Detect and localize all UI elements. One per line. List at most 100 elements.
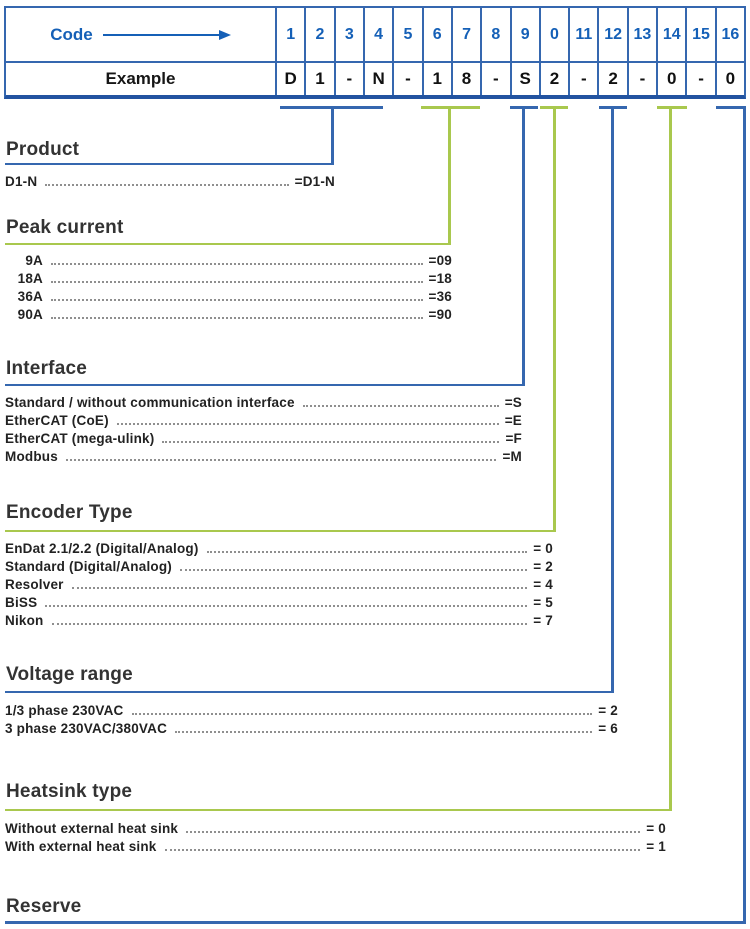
example-char-8: -: [480, 63, 509, 95]
example-row: Example D 1 - N - 1 8 - S 2 - 2 - 0 - 0: [6, 63, 744, 95]
option-code: = 7: [533, 613, 553, 628]
code-col-7: 7: [450, 8, 480, 61]
voltage-range-underline: [5, 691, 614, 693]
code-col-14: 14: [656, 8, 685, 61]
example-char-1: D: [275, 63, 304, 95]
heatsink-type-items: Without external heat sink = 0 With exte…: [5, 819, 666, 855]
list-item: D1-N =D1-N: [5, 172, 335, 190]
list-item: Nikon = 7: [5, 611, 553, 629]
example-char-4: N: [362, 63, 392, 95]
option-label: 1/3 phase 230VAC: [5, 703, 124, 718]
code-col-6: 6: [421, 8, 451, 61]
code-col-4: 4: [362, 8, 392, 61]
dotted-leader: [51, 281, 423, 283]
option-label: 18A: [17, 271, 43, 286]
encoder-type-underline: [5, 530, 556, 532]
code-col-9: 9: [509, 8, 539, 61]
dotted-leader: [180, 569, 528, 571]
product-underline: [5, 163, 334, 165]
encoder-connector-line: [553, 106, 556, 532]
section-title-product: Product: [6, 139, 80, 160]
option-code: =S: [504, 395, 522, 410]
option-label: Without external heat sink: [5, 821, 179, 836]
list-item: 36A =36: [5, 287, 452, 305]
right-arrow-icon: [102, 29, 231, 41]
dotted-leader: [164, 849, 641, 851]
code-col-16: 16: [714, 8, 744, 61]
option-code: = 5: [533, 595, 553, 610]
example-char-11: -: [568, 63, 597, 95]
option-label: Modbus: [5, 449, 58, 464]
section-title-encoder-type: Encoder Type: [6, 502, 133, 523]
example-char-9: S: [509, 63, 539, 95]
example-char-2: 1: [304, 63, 333, 95]
interface-connector-line: [522, 106, 525, 386]
list-item: 90A =90: [5, 305, 452, 323]
option-label: Standard / without communication interfa…: [5, 395, 295, 410]
example-char-13: -: [626, 63, 656, 95]
option-code: = 0: [533, 541, 553, 556]
option-label: EtherCAT (mega-ulink): [5, 431, 155, 446]
option-code: =36: [428, 289, 452, 304]
option-code: =E: [504, 413, 522, 428]
dotted-leader: [65, 459, 497, 461]
product-connector-line: [331, 106, 334, 165]
code-col-1: 1: [275, 8, 304, 61]
dotted-leader: [186, 831, 641, 833]
list-item: Modbus =M: [5, 447, 522, 465]
dotted-leader: [71, 587, 528, 589]
code-col-10: 0: [538, 8, 568, 61]
option-label: Standard (Digital/Analog): [5, 559, 172, 574]
list-item: Standard (Digital/Analog) = 2: [5, 557, 553, 575]
option-code: = 2: [598, 703, 618, 718]
option-code: =F: [505, 431, 522, 446]
section-title-interface: Interface: [6, 358, 88, 379]
code-col-3: 3: [333, 8, 363, 61]
interface-items: Standard / without communication interfa…: [5, 393, 522, 465]
list-item: 9A =09: [5, 251, 452, 269]
option-code: = 4: [533, 577, 553, 592]
list-item: 18A =18: [5, 269, 452, 287]
example-char-14: 0: [656, 63, 685, 95]
option-code: = 2: [533, 559, 553, 574]
peak-current-underline: [5, 243, 451, 245]
option-label: 3 phase 230VAC/380VAC: [5, 721, 168, 736]
list-item: EnDat 2.1/2.2 (Digital/Analog) = 0: [5, 539, 553, 557]
voltage-range-items: 1/3 phase 230VAC = 2 3 phase 230VAC/380V…: [5, 701, 618, 737]
example-char-16: 0: [714, 63, 744, 95]
heatsink-bracket-line: [657, 106, 687, 109]
example-char-7: 8: [450, 63, 480, 95]
reserve-connector-line: [743, 106, 746, 924]
code-col-13: 13: [626, 8, 656, 61]
list-item: Without external heat sink = 0: [5, 819, 666, 837]
code-col-12: 12: [597, 8, 626, 61]
option-label: EnDat 2.1/2.2 (Digital/Analog): [5, 541, 199, 556]
option-code: =18: [428, 271, 452, 286]
section-title-heatsink-type: Heatsink type: [6, 781, 133, 802]
dotted-leader: [131, 713, 593, 715]
dotted-leader: [116, 423, 499, 425]
section-title-peak-current: Peak current: [6, 217, 124, 238]
option-label: 36A: [17, 289, 43, 304]
example-char-10: 2: [538, 63, 568, 95]
dotted-leader: [45, 605, 528, 607]
code-col-2: 2: [304, 8, 333, 61]
option-code: =09: [428, 253, 452, 268]
interface-underline: [5, 384, 525, 386]
section-title-voltage-range: Voltage range: [6, 664, 133, 685]
option-code: = 0: [646, 821, 666, 836]
option-label: With external heat sink: [5, 839, 157, 854]
option-code: =D1-N: [294, 174, 335, 189]
example-char-15: -: [685, 63, 714, 95]
option-code: =90: [428, 307, 452, 322]
code-col-5: 5: [392, 8, 421, 61]
dotted-leader: [45, 184, 289, 186]
list-item: 3 phase 230VAC/380VAC = 6: [5, 719, 618, 737]
dotted-leader: [51, 263, 423, 265]
heatsink-type-underline: [5, 809, 672, 811]
peak-current-connector-line: [448, 106, 451, 245]
voltage-connector-line: [611, 106, 614, 693]
list-item: 1/3 phase 230VAC = 2: [5, 701, 618, 719]
list-item: BiSS = 5: [5, 593, 553, 611]
